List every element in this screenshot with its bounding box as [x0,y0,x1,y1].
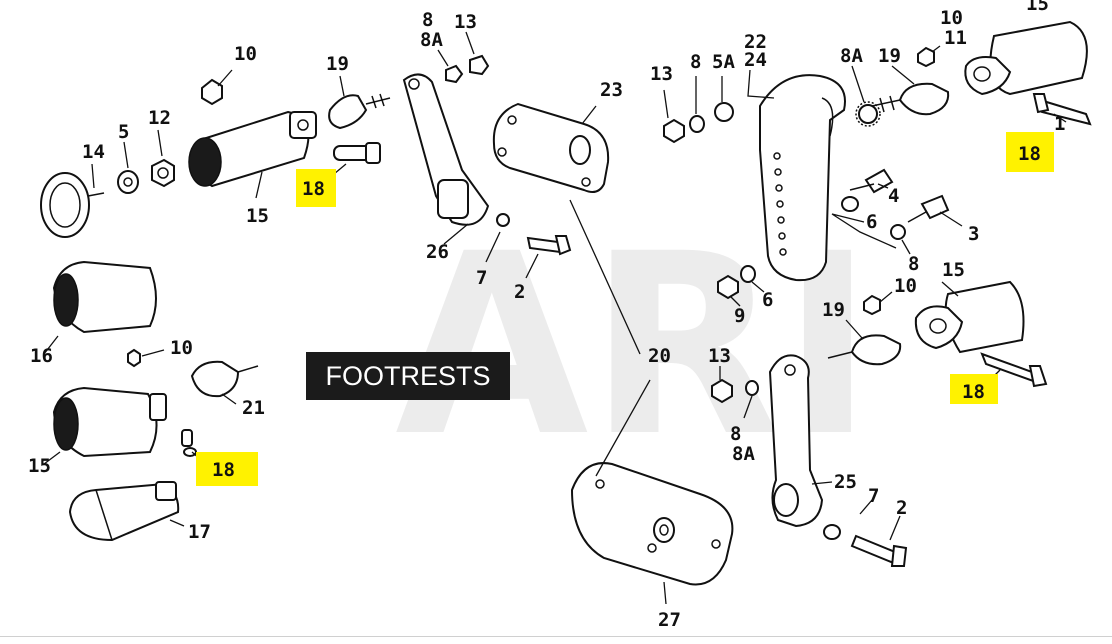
label-18-lower-right: 18 [962,381,985,403]
label-15-upper-left: 15 [246,205,269,227]
brake-lever-lower [711,354,908,567]
label-15-lower-right: 15 [942,259,965,281]
label-10: 10 [234,43,257,65]
label-24: 24 [744,49,767,71]
label-1: 1 [1054,113,1065,135]
label-14: 14 [82,141,105,163]
label-6-lower: 6 [762,289,773,311]
label-8A-lower: 8A [732,443,755,465]
label-16: 16 [30,345,53,367]
label-10-right: 10 [940,7,963,29]
label-10-lower-right: 10 [894,275,917,297]
highlight-18-lower-right [950,374,998,404]
label-8A-right: 8A [840,45,863,67]
label-8-right: 8 [690,51,701,73]
label-13: 13 [454,11,477,33]
highlight-18-upper-right [1006,132,1054,172]
label-15-upper-right: 15 [1026,0,1049,15]
label-12: 12 [148,107,171,129]
label-18-lower-left: 18 [212,459,235,481]
label-2-lower: 2 [896,497,907,519]
label-10-lower-left: 10 [170,337,193,359]
label-9: 9 [734,305,745,327]
label-18-upper-left: 18 [302,178,325,200]
footrests-title: FOOTRESTS [306,352,510,400]
label-4: 4 [888,185,899,207]
label-8A: 8A [420,29,443,51]
label-18-upper-right: 18 [1018,143,1041,165]
label-20: 20 [648,345,671,367]
label-15-lower-left: 15 [28,455,51,477]
label-7-lower: 7 [868,485,879,507]
highlight-18-lower-left [196,452,258,486]
plate-27 [570,462,734,586]
label-22: 22 [744,31,767,53]
clamp-22-24 [663,20,1092,300]
label-8-lower-right: 8 [908,253,919,275]
label-21: 21 [242,397,265,419]
label-2-upper: 2 [514,281,525,303]
label-17: 17 [188,521,211,543]
bottom-divider [0,636,1112,637]
label-8-lower: 8 [730,423,741,445]
label-25: 25 [834,471,857,493]
callout-labels: 10 19 8 8A 13 5 12 14 18 15 23 26 7 2 13… [28,0,1065,631]
plate-23 [492,102,610,193]
label-8: 8 [422,9,433,31]
label-3: 3 [968,223,979,245]
label-23: 23 [600,79,623,101]
footpeg-rubbers-left [52,260,259,542]
label-27: 27 [658,609,681,631]
footpeg-upper-left [40,78,391,238]
label-19-lower-right: 19 [822,299,845,321]
label-13-lower: 13 [708,345,731,367]
label-7-upper: 7 [476,267,487,289]
footpeg-lower-right [827,280,1048,388]
label-11: 11 [944,27,967,49]
label-5A: 5A [712,51,735,73]
label-13-right: 13 [650,63,673,85]
leader-lines [43,31,1067,605]
label-6-upper: 6 [866,211,877,233]
label-26: 26 [426,241,449,263]
brake-lever-upper [402,54,572,256]
label-5: 5 [118,121,129,143]
highlight-18-upper-left [296,169,336,207]
label-19-right: 19 [878,45,901,67]
label-19: 19 [326,53,349,75]
